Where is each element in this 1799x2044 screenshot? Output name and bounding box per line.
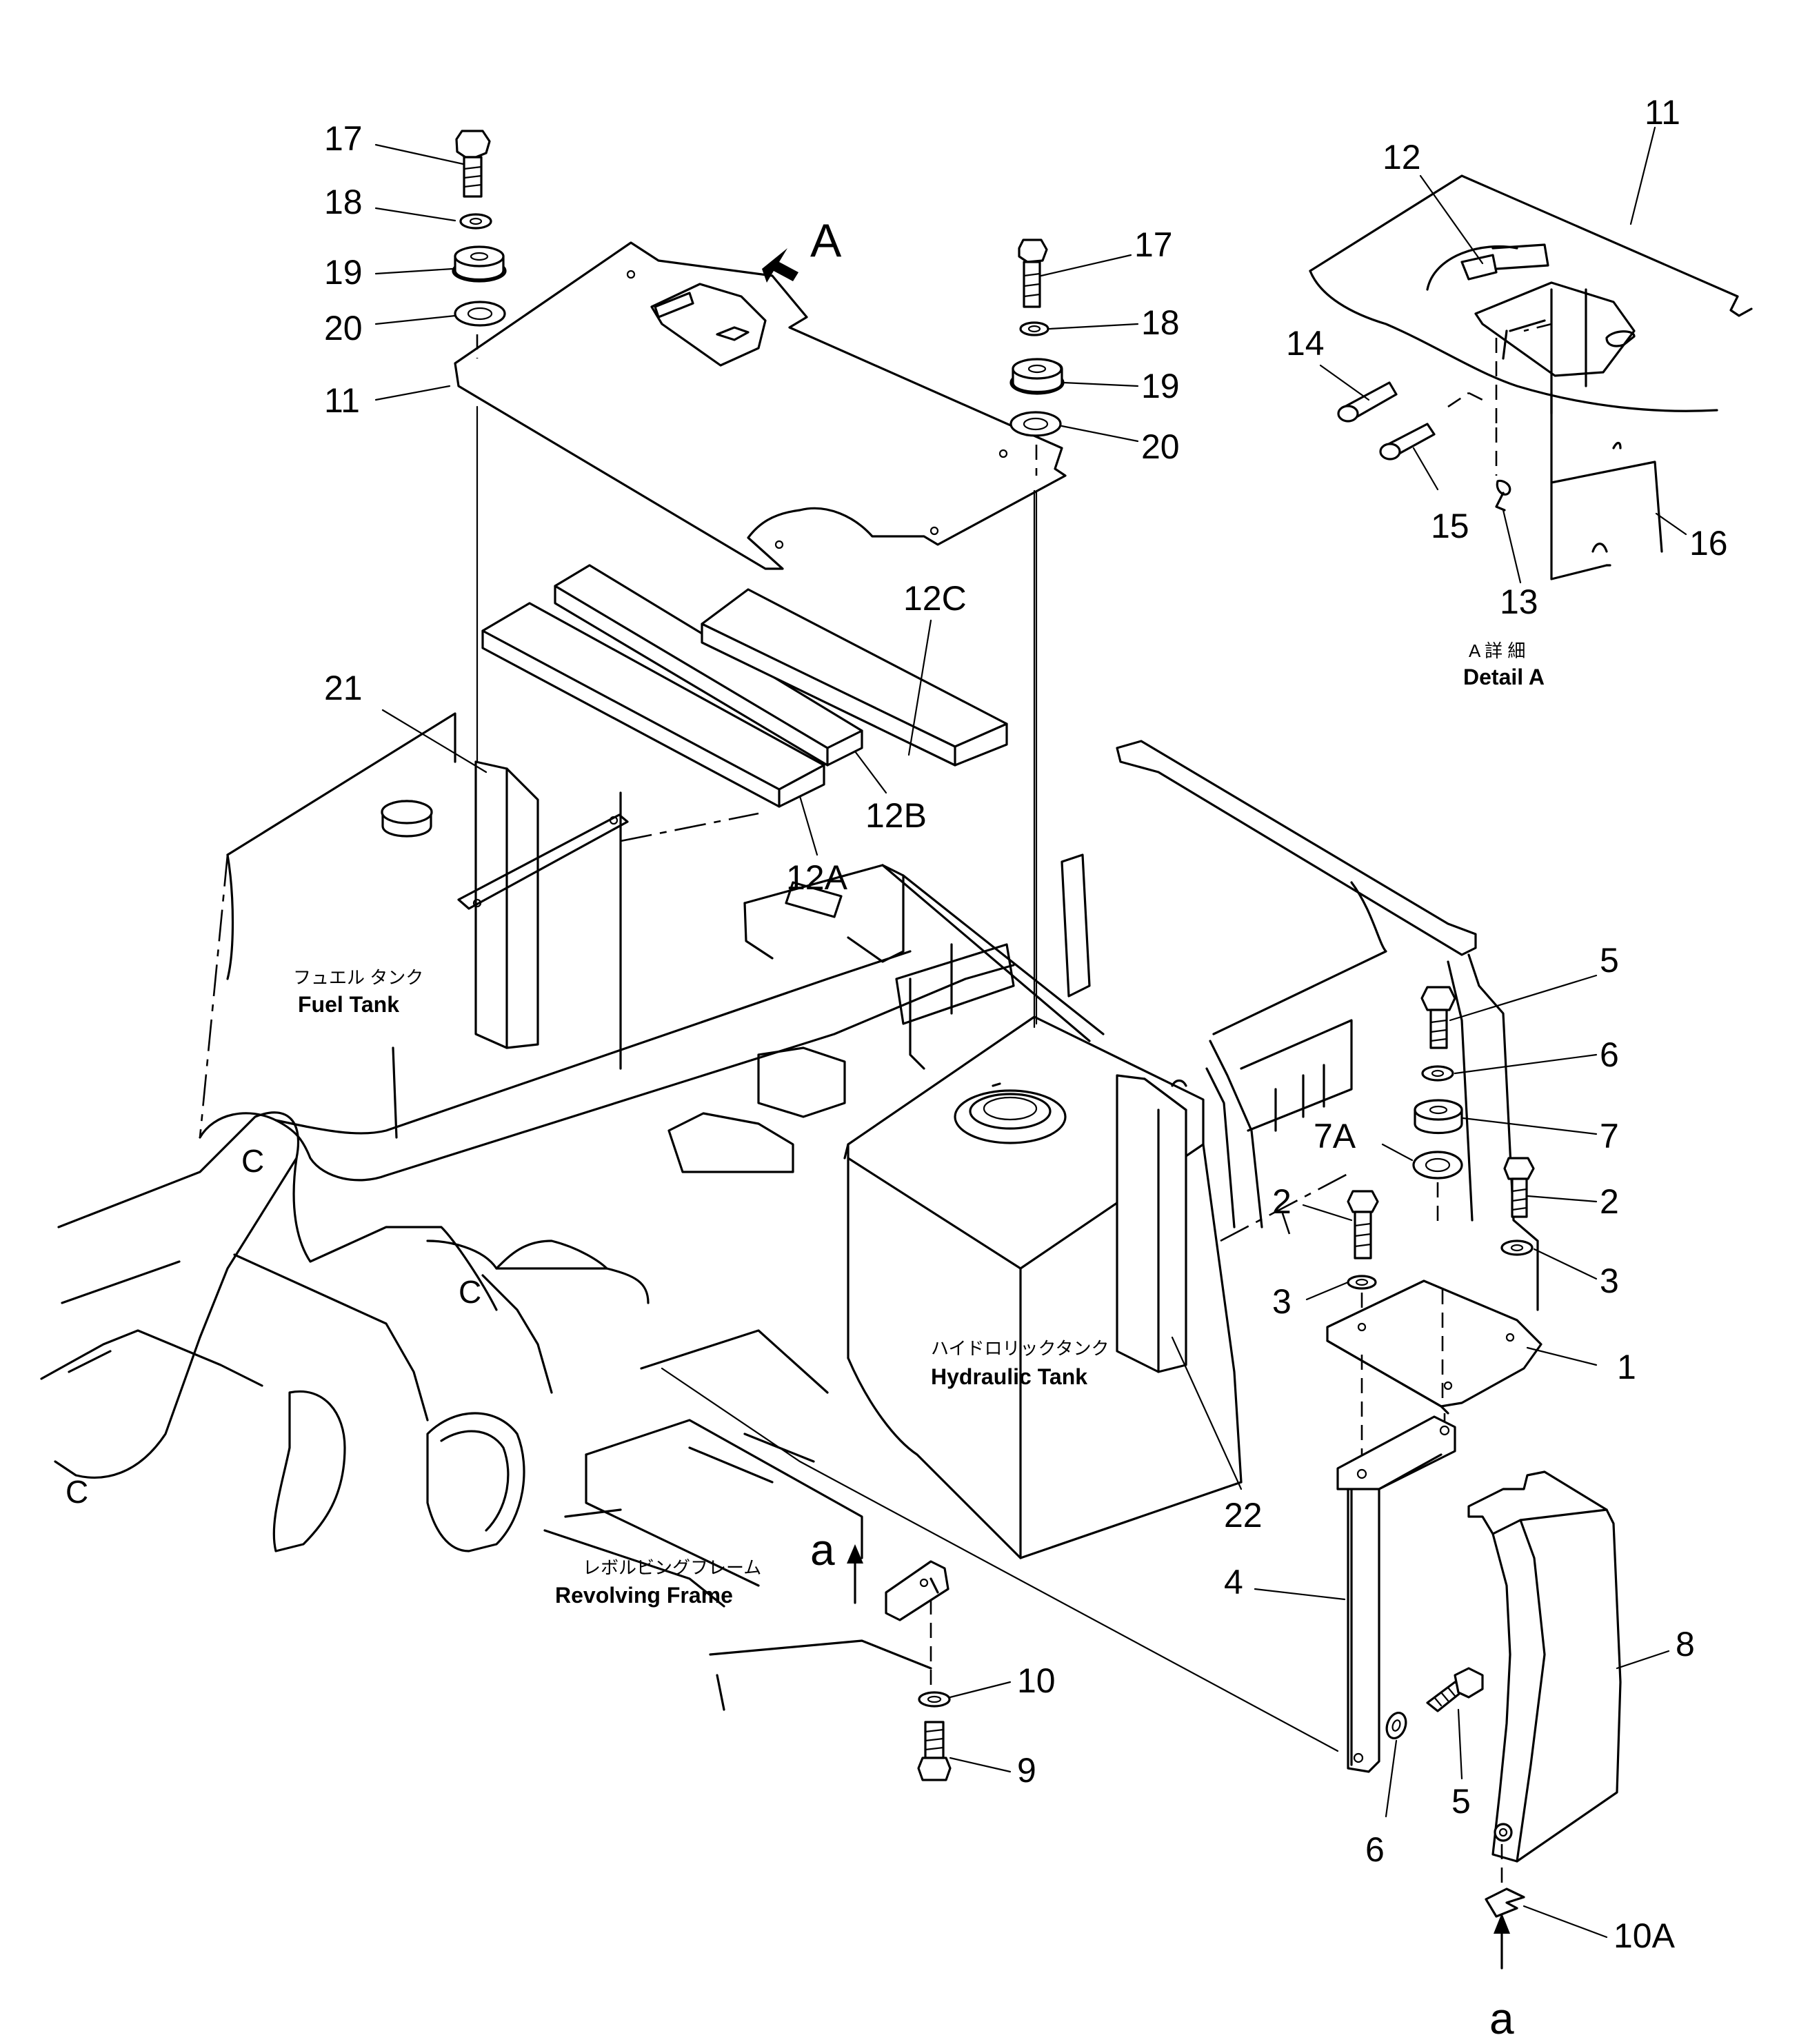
callout-12-detail: 12	[1383, 138, 1421, 176]
view-arrow-A-label: A	[810, 214, 842, 267]
fuel-tank-label-en: Fuel Tank	[298, 992, 399, 1017]
cover-plate-11	[454, 241, 1067, 570]
revolving-frame: C C C	[40, 740, 1539, 1752]
callout-20b: 20	[1141, 427, 1180, 466]
svg-text:C: C	[459, 1274, 481, 1310]
view-arrow-A: A	[762, 214, 842, 283]
callout-21: 21	[324, 669, 363, 707]
revolving-frame-label-jp: レボルビングフレーム	[583, 1557, 761, 1578]
revolving-frame-label-en: Revolving Frame	[555, 1583, 733, 1608]
callout-16: 16	[1689, 524, 1728, 563]
callout-14: 14	[1286, 324, 1325, 363]
callout-7: 7	[1600, 1117, 1619, 1155]
callout-15: 15	[1431, 507, 1469, 545]
detail-caption-jp: A 詳 細	[1469, 640, 1525, 661]
view-arrow-a-bottom-label: a	[1489, 1994, 1514, 2043]
callout-9: 9	[1017, 1751, 1036, 1790]
lower-fastener-set	[885, 1560, 952, 1781]
callout-10: 10	[1017, 1661, 1056, 1700]
hydraulic-tank: ハイドロリックタンク Hydraulic Tank レボルビングフレーム Rev…	[555, 1015, 1243, 1608]
callout-22: 22	[1224, 1496, 1263, 1535]
callout-18a: 18	[324, 183, 363, 221]
callout-2b: 2	[1600, 1182, 1619, 1221]
callout-7A: 7A	[1314, 1117, 1356, 1155]
callout-13: 13	[1500, 583, 1538, 621]
callout-6a: 6	[1600, 1035, 1619, 1074]
callout-6b: 6	[1365, 1830, 1385, 1869]
hydraulic-tank-label-en: Hydraulic Tank	[931, 1364, 1087, 1389]
bracket-assembly	[1326, 986, 1622, 1918]
callout-17a: 17	[324, 119, 363, 158]
foam-pads	[481, 564, 1008, 808]
fuel-tank: フュエル タンク Fuel Tank	[199, 712, 759, 1139]
hydraulic-tank-label-jp: ハイドロリックタンク	[931, 1338, 1109, 1359]
callout-18b: 18	[1141, 303, 1180, 342]
fastener-stack-left	[452, 130, 507, 358]
callout-11a: 11	[324, 381, 360, 420]
callout-8: 8	[1676, 1625, 1695, 1663]
detail-caption-en: Detail A	[1463, 665, 1545, 689]
callout-20a: 20	[324, 309, 363, 347]
detail-A: A 詳 細 Detail A	[1309, 174, 1753, 689]
callout-3b: 3	[1600, 1262, 1619, 1300]
view-arrow-a-top: a	[810, 1525, 863, 1604]
callout-12A: 12A	[786, 858, 848, 897]
leader-lines	[374, 126, 1687, 1939]
svg-text:C: C	[66, 1474, 88, 1510]
callout-12B: 12B	[865, 796, 927, 835]
callout-11-detail: 11	[1645, 93, 1680, 132]
callout-5a: 5	[1600, 941, 1619, 980]
callout-labels: 17 18 19 20 11 17 18 19 20 12C 12B 12A 2…	[324, 93, 1728, 1955]
fastener-stack-right	[1009, 239, 1065, 476]
fuel-tank-label-jp: フュエル タンク	[293, 967, 423, 988]
callout-5b: 5	[1451, 1782, 1471, 1821]
callout-19a: 19	[324, 253, 363, 292]
callout-3a: 3	[1272, 1282, 1292, 1321]
callout-1: 1	[1617, 1348, 1636, 1386]
callout-19b: 19	[1141, 367, 1180, 405]
callout-10A: 10A	[1614, 1916, 1676, 1955]
svg-text:C: C	[241, 1143, 264, 1179]
callout-12C: 12C	[903, 579, 967, 618]
view-arrow-a-bottom: a	[1489, 1913, 1514, 2043]
view-arrow-a-top-label: a	[810, 1525, 835, 1575]
callout-2a: 2	[1272, 1182, 1292, 1221]
callout-17b: 17	[1134, 225, 1173, 264]
callout-4: 4	[1224, 1563, 1243, 1601]
